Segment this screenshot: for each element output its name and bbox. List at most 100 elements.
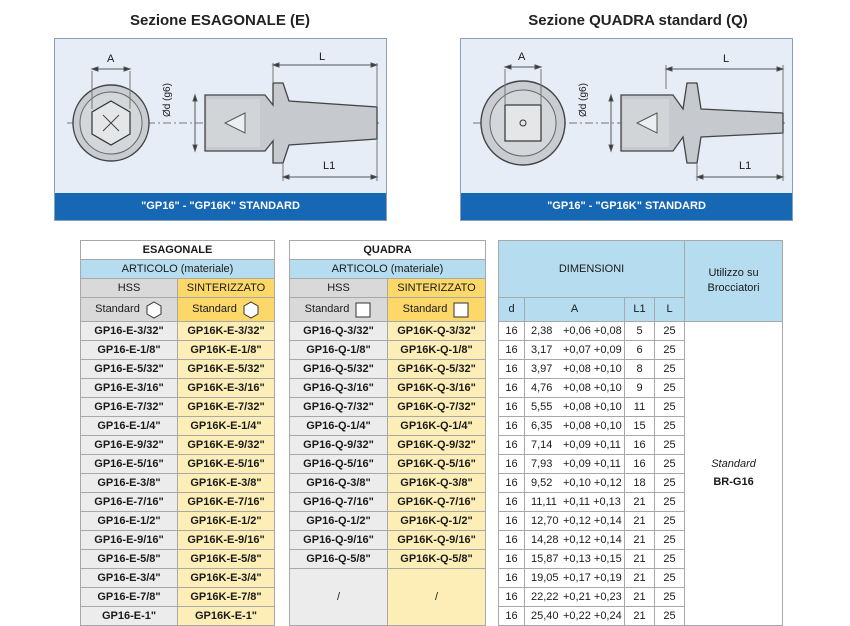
dim-L1: 8 <box>624 359 655 379</box>
dim-table: DIMENSIONI Utilizzo su Brocciatori d A L… <box>497 240 784 626</box>
dim-L1: 21 <box>624 606 655 626</box>
standard-label: Standard <box>192 303 237 315</box>
dim-L: 25 <box>653 549 686 569</box>
dim-A: 3,17+0,07 +0,09 <box>524 340 625 360</box>
table-row: GP16-E-7/8"GP16K-E-7/8" <box>80 587 275 607</box>
drawing-band-square: "GP16" - "GP16K" STANDARD <box>461 193 792 220</box>
hss-code: GP16-E-9/16" <box>80 530 178 550</box>
table-row: GP16-E-9/32"GP16K-E-9/32" <box>80 435 275 455</box>
sint-code: GP16K-Q-3/8" <box>387 473 486 493</box>
dim-A: 19,05+0,17 +0,19 <box>524 568 625 588</box>
sint-code: GP16K-E-1/2" <box>177 511 275 531</box>
dim-col-d: d <box>498 297 525 322</box>
sint-code: GP16K-Q-9/32" <box>387 435 486 455</box>
dim-L: 25 <box>653 511 686 531</box>
dim-label-L1: L1 <box>323 160 336 172</box>
dim-L: 25 <box>653 435 686 455</box>
quad-standard-hss: Standard <box>289 297 388 322</box>
dim-L1: 21 <box>624 511 655 531</box>
hss-code: GP16-E-1/8" <box>80 340 178 360</box>
dim-A-value: 6,35 <box>531 419 553 432</box>
hex-table: ESAGONALE ARTICOLO (materiale) HSS SINTE… <box>80 240 275 626</box>
hss-code: GP16-Q-9/32" <box>289 435 388 455</box>
hexagon-icon <box>243 300 259 319</box>
hex-standard-sint: Standard <box>177 297 275 322</box>
drawing-square: A L L1 Ød (g6) "GP16" - "GP16K" STANDARD <box>460 38 793 221</box>
hss-code: GP16-Q-3/32" <box>289 321 388 341</box>
dim-label-L: L <box>723 53 730 65</box>
square-icon <box>453 302 469 317</box>
dim-A: 3,97 +0,08 +0,10 <box>524 359 625 379</box>
dim-A: 2,38 +0,06 +0,08 <box>524 321 625 341</box>
table-row: GP16-Q-9/16"GP16K-Q-9/16" <box>289 530 486 550</box>
table-row: GP16-Q-5/8"GP16K-Q-5/8" <box>289 549 486 569</box>
usage-code: BR-G16 <box>713 476 754 488</box>
drawing-band-hex: "GP16" - "GP16K" STANDARD <box>55 193 386 220</box>
table-row: GP16-Q-3/16"GP16K-Q-3/16" <box>289 378 486 398</box>
dim-utilizzo: Utilizzo su Brocciatori <box>684 240 784 322</box>
dim-L: 25 <box>653 473 686 493</box>
dim-A-value: 7,93 <box>531 457 553 470</box>
sint-code: GP16K-E-3/16" <box>177 378 275 398</box>
quad-table-title: QUADRA <box>289 240 486 260</box>
sint-code: GP16K-E-7/16" <box>177 492 275 512</box>
hss-code: GP16-Q-7/16" <box>289 492 388 512</box>
dim-L: 25 <box>653 340 686 360</box>
dim-d: 16 <box>498 340 525 360</box>
dim-A-tolerance: +0,06 +0,08 <box>563 324 622 337</box>
hss-code: GP16-Q-5/8" <box>289 549 388 569</box>
sint-code: GP16K-E-7/8" <box>177 587 275 607</box>
dim-L: 25 <box>653 416 686 436</box>
hss-code: GP16-E-7/16" <box>80 492 178 512</box>
table-row: GP16-Q-3/8"GP16K-Q-3/8" <box>289 473 486 493</box>
hexagon-icon <box>146 300 162 319</box>
hss-code: GP16-Q-5/32" <box>289 359 388 379</box>
hss-code: GP16-E-1/4" <box>80 416 178 436</box>
hss-code: GP16-Q-3/16" <box>289 378 388 398</box>
dim-L: 25 <box>653 606 686 626</box>
hss-code: GP16-E-5/8" <box>80 549 178 569</box>
drawing-hex: A L L1 Ød (g6) "GP16" - "GP16K" STANDARD <box>54 38 387 221</box>
hss-code: GP16-E-3/32" <box>80 321 178 341</box>
standard-label: Standard <box>402 303 448 315</box>
dim-A-value: 3,97 <box>531 362 553 375</box>
hex-drawing-svg <box>67 62 380 181</box>
dim-L1: 11 <box>624 397 655 417</box>
dim-A-tolerance: +0,08 +0,10 <box>563 400 622 413</box>
table-row: GP16-Q-1/8"GP16K-Q-1/8" <box>289 340 486 360</box>
hss-code: GP16-Q-1/8" <box>289 340 388 360</box>
hss-code: GP16-E-7/8" <box>80 587 178 607</box>
dim-A-tolerance: +0,09 +0,11 <box>563 457 621 470</box>
dim-d: 16 <box>498 511 525 531</box>
dim-A-value: 9,52 <box>531 476 553 489</box>
hss-code: GP16-Q-3/8" <box>289 473 388 493</box>
quad-col-sint: SINTERIZZATO <box>387 278 486 298</box>
hss-code: GP16-Q-7/32" <box>289 397 388 417</box>
dim-A-value: 2,38 <box>531 324 553 337</box>
dim-d: 16 <box>498 378 525 398</box>
dim-A: 14,28+0,12 +0,14 <box>524 530 625 550</box>
dim-L: 25 <box>653 397 686 417</box>
dim-L1: 21 <box>624 568 655 588</box>
table-row: GP16-E-1/2"GP16K-E-1/2" <box>80 511 275 531</box>
table-row: GP16-E-1"GP16K-E-1" <box>80 606 275 626</box>
quad-articolo: ARTICOLO (materiale) <box>289 259 486 279</box>
dim-A-tolerance: +0,08 +0,10 <box>563 381 622 394</box>
dim-A-tolerance: +0,08 +0,10 <box>563 362 622 375</box>
dim-L: 25 <box>653 492 686 512</box>
dim-A: 9,52+0,10 +0,12 <box>524 473 625 493</box>
dim-L: 25 <box>653 454 686 474</box>
dim-d: 16 <box>498 587 525 607</box>
table-row-empty: // <box>289 568 486 626</box>
hex-col-sint: SINTERIZZATO <box>177 278 275 298</box>
hss-code: GP16-E-7/32" <box>80 397 178 417</box>
dim-A-tolerance: +0,11 +0,13 <box>563 495 621 508</box>
dim-A-value: 12,70 <box>531 514 559 527</box>
hss-code: GP16-E-3/16" <box>80 378 178 398</box>
table-row: GP16-E-5/8"GP16K-E-5/8" <box>80 549 275 569</box>
